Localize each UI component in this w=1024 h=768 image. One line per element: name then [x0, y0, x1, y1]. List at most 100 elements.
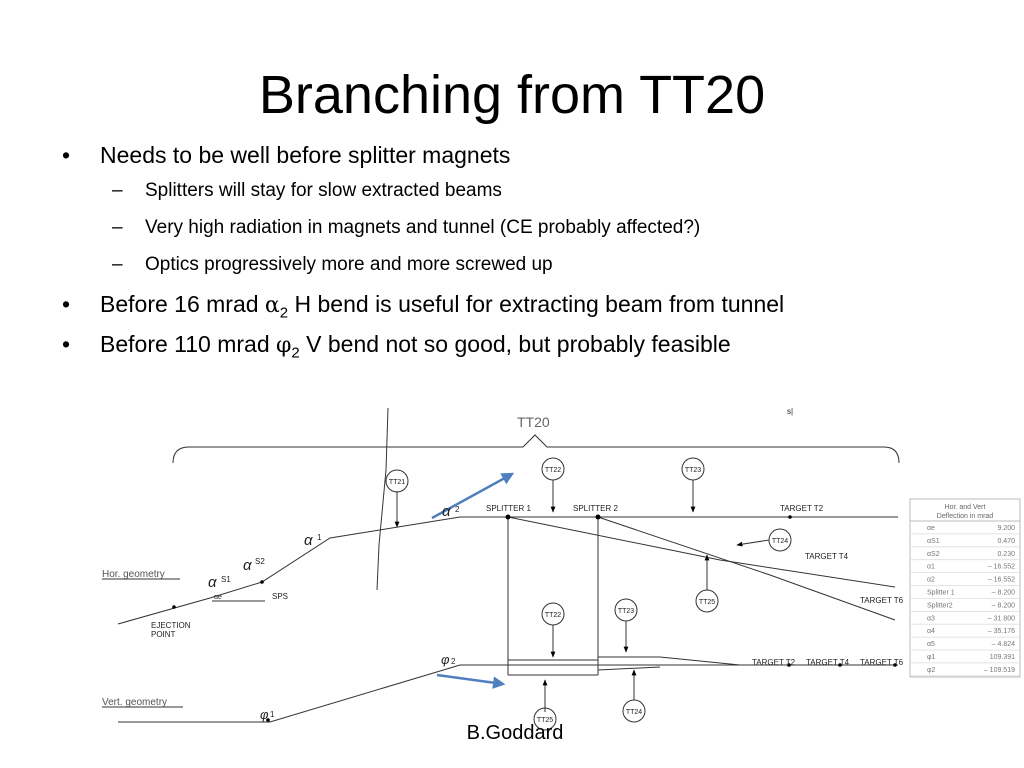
table-row-symbol: α3: [927, 615, 935, 622]
table-row-symbol: α2: [927, 577, 935, 584]
phi2-arrow: [436, 673, 506, 689]
tt25-label: TT25: [699, 599, 715, 606]
tt22b-label: TT22: [545, 612, 561, 619]
tt24-label: TT24: [772, 538, 788, 545]
splitter1-label: SPLITTER 1: [486, 504, 531, 513]
tt24-connector: [736, 539, 770, 547]
tt24b-label: TT24: [626, 709, 642, 716]
alpha-s2-label: S2: [255, 557, 265, 566]
bullet-list: • Needs to be well before splitter magne…: [62, 140, 1002, 369]
sub-bullet-text: Optics progressively more and more screw…: [145, 254, 553, 275]
alpha-s2-symbol: α: [243, 557, 252, 574]
phi2-label: 2: [451, 657, 456, 666]
table-row-value: – 8.200: [992, 590, 1015, 597]
phi-subscript: 2: [291, 344, 300, 362]
table-row-value: – 35.176: [988, 628, 1015, 635]
bullet-text-post: V bend not so good, but probably feasibl…: [299, 331, 731, 357]
alpha1-label: 1: [317, 533, 322, 542]
node-dot: [787, 663, 791, 667]
phi1-label: 1: [270, 710, 275, 719]
tt23-label: TT23: [685, 467, 701, 474]
bullet-text-pre: Before 16 mrad: [100, 291, 265, 317]
target-t2-vert-label: TARGET T2: [752, 658, 796, 667]
alpha-s1-symbol: α: [208, 574, 217, 591]
node-dot: [893, 663, 897, 667]
sub-bullet-text: Splitters will stay for slow extracted b…: [145, 180, 502, 201]
table-row-symbol: Splitter2: [927, 602, 953, 609]
table-row-value: – 16.552: [988, 577, 1015, 584]
alpha1-symbol: α: [304, 532, 313, 549]
node-dot: [266, 718, 270, 722]
vert-geometry-label: Vert. geometry: [102, 697, 167, 708]
table-row-symbol: α5: [927, 641, 935, 648]
bullet-text-post: H bend is useful for extracting beam fro…: [288, 291, 785, 317]
alpha2-label: 2: [455, 505, 460, 514]
table-row-value: – 8.200: [992, 602, 1015, 609]
table-row-value: 0.230: [997, 551, 1015, 558]
author-credit: B.Goddard: [466, 722, 564, 744]
alpha2-arrow: [431, 472, 515, 520]
table-row-value: – 109.519: [984, 667, 1015, 674]
alpha-s1-label: S1: [221, 575, 231, 584]
dash-marker: –: [112, 254, 123, 275]
table-row-symbol: Splitter 1: [927, 590, 955, 597]
branch-t4: [597, 516, 896, 621]
corner-mark: s|: [787, 407, 793, 416]
bullet-item: • Before 16 mrad α2 H bend is useful for…: [62, 289, 1002, 322]
table-row-value: – 4.824: [992, 641, 1015, 648]
tt24-circle: [768, 528, 792, 552]
tt22-label: TT22: [545, 467, 561, 474]
table-row-symbol: αS2: [927, 551, 940, 558]
bullet-text-pre: Before 110 mrad: [100, 331, 277, 357]
target-t2-label: TARGET T2: [780, 504, 824, 513]
table-row-value: – 31.800: [988, 615, 1015, 622]
alpha-subscript: 2: [279, 304, 289, 322]
sub-bullet-item: – Very high radiation in magnets and tun…: [112, 215, 1002, 241]
node-dot: [260, 580, 264, 584]
bullet-item: • Before 110 mrad φ2 V bend not so good,…: [62, 329, 1002, 362]
hor-geometry-label: Hor. geometry: [102, 569, 165, 580]
ejection-label: EJECTION: [151, 621, 191, 630]
sub-bullet-item: – Optics progressively more and more scr…: [112, 252, 1002, 278]
table-row-symbol: φ1: [927, 654, 936, 661]
target-t6-vert-label: TARGET T6: [860, 658, 904, 667]
table-row-symbol: α1: [927, 564, 935, 571]
vert-box-low: [508, 659, 598, 676]
table-row-value: – 16.552: [988, 564, 1015, 571]
bullet-item: • Needs to be well before splitter magne…: [62, 140, 1002, 170]
tt20-label: TT20: [517, 414, 550, 430]
vert-branch: [597, 656, 741, 671]
target-t4-vert-label: TARGET T4: [806, 658, 850, 667]
tt22b-circle: [541, 602, 565, 626]
bullet-marker: •: [62, 291, 71, 317]
ejection-label-2: POINT: [151, 630, 176, 639]
sub-bullet-text: Very high radiation in magnets and tunne…: [145, 217, 701, 238]
tt23-circle: [681, 457, 705, 481]
tt21-circle: [385, 469, 409, 493]
phi1-symbol: φ: [260, 707, 269, 722]
tt20-brace: [172, 434, 900, 464]
tt22-circle: [541, 457, 565, 481]
splitter2-label: SPLITTER 2: [573, 504, 618, 513]
alpha-symbol: α: [264, 293, 280, 318]
tt21-label: TT21: [389, 479, 405, 486]
splitter2-dot: [595, 514, 601, 520]
table-row-symbol: φ2: [927, 667, 936, 674]
vertical-beamline: [118, 664, 898, 723]
sps-label: SPS: [272, 592, 288, 601]
tt25b-label: TT25: [537, 717, 553, 724]
wall-line: [376, 407, 389, 591]
tt23b-label: TT23: [618, 608, 634, 615]
splitter1-dot: [505, 514, 511, 520]
node-dot: [838, 663, 842, 667]
table-row-value: 9.200: [997, 525, 1015, 532]
node-dot: [172, 605, 176, 609]
target-t6-label: TARGET T6: [860, 596, 904, 605]
horizontal-beamline: [117, 516, 898, 625]
alpha-e-label: αe: [214, 594, 222, 601]
tt24b-circle: [622, 699, 646, 723]
tt23b-circle: [614, 598, 638, 622]
phi-symbol: φ: [276, 333, 292, 358]
